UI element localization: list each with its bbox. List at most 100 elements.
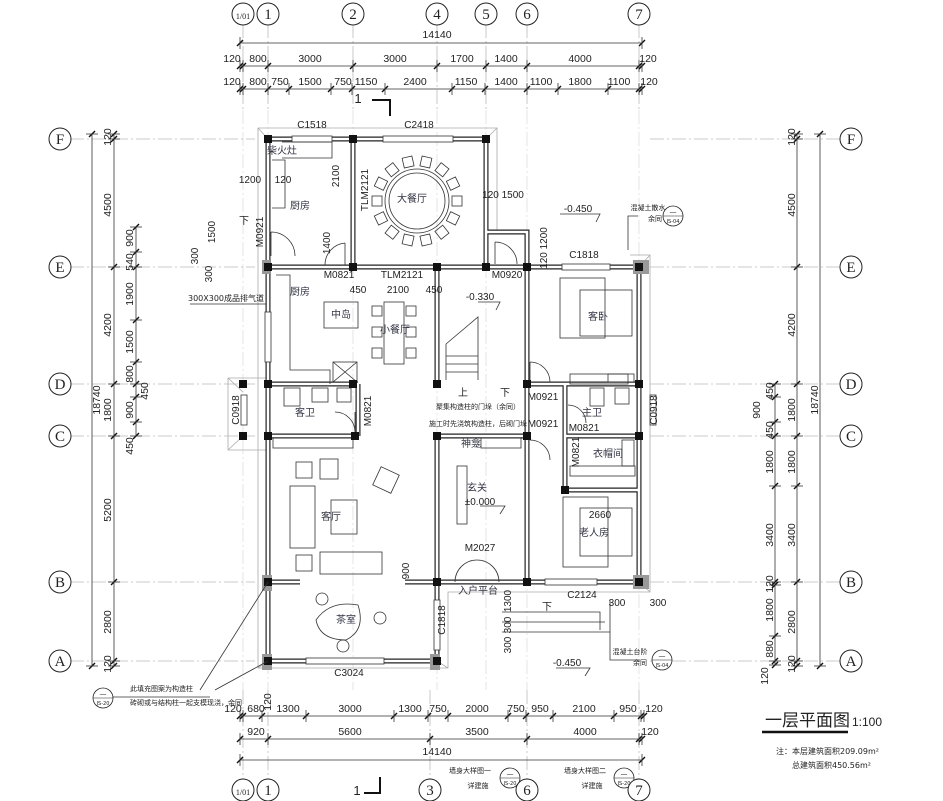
dimension-label: 2100	[572, 703, 596, 715]
dimension-label: 120	[764, 575, 776, 593]
plan-label: 2660	[589, 510, 612, 521]
axis-label: A	[55, 654, 66, 670]
section-mark	[364, 99, 391, 794]
dimension-label: 2400	[403, 76, 427, 88]
callout-text: 详建施	[582, 781, 603, 790]
plan-label: 施工时先浇筑构造柱，后砌门垛	[429, 419, 527, 428]
dimension-label: 950	[531, 703, 549, 715]
axis-bubble	[256, 2, 280, 26]
plan-label: -0.450	[564, 204, 593, 215]
dimension-label: 120	[640, 76, 658, 88]
dimension-label: 900	[124, 401, 136, 419]
dimension-label: 3000	[383, 53, 407, 65]
plan-label: M0821	[324, 270, 355, 281]
column	[635, 380, 643, 388]
plan-label: 300	[650, 598, 667, 609]
furniture	[272, 141, 636, 653]
plan-label: 1	[353, 783, 360, 798]
dimension-label: 540	[124, 253, 136, 271]
sofa	[289, 485, 316, 549]
axis-label: A	[846, 654, 857, 670]
column	[433, 578, 441, 586]
plan-label: M0920	[492, 270, 523, 281]
axis-bubble	[48, 424, 72, 448]
dimension-label: 1900	[124, 282, 136, 306]
plan-label: 300	[204, 265, 215, 282]
dimension-label: 3400	[786, 523, 798, 547]
plan-label: 1400	[322, 231, 333, 254]
dimension-total: 18740	[91, 385, 103, 414]
dining-chair	[371, 195, 383, 207]
column	[264, 432, 272, 440]
plan-label: 下	[239, 216, 249, 227]
dimension-label: 4200	[102, 313, 114, 337]
column	[523, 380, 531, 388]
axis-label: F	[847, 132, 855, 148]
axis-bubble	[839, 127, 863, 151]
plan-label: C0918	[231, 395, 242, 425]
axis-label: 3	[426, 783, 434, 799]
area-note: 注：本层建筑面积209.09m²	[776, 746, 879, 756]
room-label: 柴火灶	[267, 144, 297, 157]
dining-chair	[434, 162, 450, 178]
drawing-title: 一层平面图	[765, 711, 850, 731]
plan-label: M0921	[528, 392, 559, 403]
column	[635, 432, 643, 440]
dimension-label: 1800	[568, 76, 592, 88]
axis-label: C	[55, 429, 65, 445]
plan-label: 120 1200	[539, 227, 550, 269]
plan-label: M0921	[255, 216, 266, 247]
plan-label: M0821	[569, 423, 600, 434]
axis-bubble	[341, 2, 365, 26]
dining-chair	[401, 233, 415, 247]
dimension-label: 120	[224, 703, 242, 715]
dimension-label: 1400	[494, 76, 518, 88]
index-dash: —	[507, 770, 514, 778]
plan-label: M2027	[465, 543, 496, 554]
tea-table	[315, 603, 361, 641]
plan-label: 300	[503, 636, 514, 653]
dimension-label: 4200	[786, 313, 798, 337]
axis-label: F	[56, 132, 64, 148]
drawing-scale: 1:100	[852, 715, 882, 729]
callout-text: 混凝土台阶	[613, 647, 648, 656]
axis-bubble	[839, 649, 863, 673]
callout-text: 详建施	[468, 781, 489, 790]
plan-label: 2100	[331, 164, 342, 187]
axis-label: 1	[264, 783, 272, 799]
axis-label: 7	[635, 7, 643, 23]
plan-label: -0.450	[553, 658, 582, 669]
axis-label: 6	[523, 783, 531, 799]
dimension-label: 750	[334, 76, 352, 88]
dimension-total: 14140	[422, 746, 451, 758]
plan-label: C3024	[334, 668, 364, 679]
column	[349, 263, 357, 271]
dimension-label: 450	[124, 437, 136, 455]
room-label: 厨房	[290, 199, 310, 212]
axis-bubble	[425, 2, 449, 26]
dimension-label: 4500	[786, 193, 798, 217]
dining-chair	[419, 155, 433, 169]
callout-text: 此填充图案为构造柱	[130, 684, 193, 693]
axis-label: 5	[482, 7, 490, 23]
dimension-label: 450	[139, 382, 151, 400]
title-block: 一层平面图 1:100 注：本层建筑面积209.09m² 总建筑面积450.56…	[762, 711, 882, 770]
dining-chair	[373, 211, 389, 226]
dining-chair	[451, 195, 463, 207]
axis-label: E	[846, 260, 855, 276]
dimension-label: 1800	[102, 398, 114, 422]
axis-bubble	[474, 2, 498, 26]
dimension-label: 1800	[786, 450, 798, 474]
dimension-label: 1500	[124, 330, 136, 354]
axis-label: 1/01	[236, 12, 250, 21]
axis-bubble	[48, 372, 72, 396]
dimension-label: 2800	[786, 610, 798, 634]
room-label: 小餐厅	[380, 323, 410, 336]
room-label: 茶室	[336, 613, 356, 626]
room-label: 入户平台	[458, 584, 498, 597]
column	[433, 657, 441, 665]
axis-bubble	[839, 255, 863, 279]
dimension-label: 1300	[276, 703, 300, 715]
dimension-label: 4000	[568, 53, 592, 65]
